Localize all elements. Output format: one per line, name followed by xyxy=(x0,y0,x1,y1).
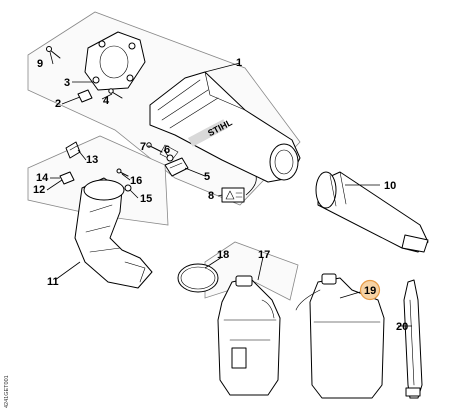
callout-15: 15 xyxy=(140,193,152,205)
nozzle-part xyxy=(315,171,429,253)
callout-1: 1 xyxy=(236,57,242,69)
bottle-part xyxy=(295,273,385,399)
blower-tube-part: STIHL xyxy=(149,71,301,183)
panel-canister-assembly xyxy=(204,241,299,301)
highlight-circle-19 xyxy=(359,279,381,301)
cover-part-5 xyxy=(164,157,189,177)
callout-14: 14 xyxy=(36,172,49,184)
callout-8: 8 xyxy=(208,190,214,202)
nut-part-6 xyxy=(166,154,174,162)
callout-19: 19 xyxy=(364,285,376,297)
screw-part-4 xyxy=(108,88,123,99)
clip-part-14 xyxy=(59,171,75,185)
callout-6: 6 xyxy=(164,144,170,156)
nut-part-15 xyxy=(124,184,132,192)
callout-7: 7 xyxy=(140,141,146,153)
canister-part xyxy=(217,275,281,396)
callout-11: 11 xyxy=(47,276,59,288)
leader-lines xyxy=(46,51,412,327)
callout-13: 13 xyxy=(86,154,98,166)
elbow-part xyxy=(74,177,153,289)
callout-18: 18 xyxy=(217,249,229,261)
callout-4: 4 xyxy=(103,95,110,107)
screw-part-9 xyxy=(46,46,61,59)
screw-part-16 xyxy=(116,168,129,177)
screw-part-7 xyxy=(146,142,163,153)
callout-12: 12 xyxy=(33,184,45,196)
callout-17: 17 xyxy=(258,249,270,261)
mounting-plate-part xyxy=(84,31,146,91)
warning-label-part xyxy=(221,175,257,203)
callout-2: 2 xyxy=(55,98,61,110)
callout-16: 16 xyxy=(130,175,142,187)
callout-20: 20 xyxy=(396,321,408,333)
strap-part xyxy=(403,279,423,399)
callout-10: 10 xyxy=(384,180,396,192)
callout-5: 5 xyxy=(204,171,210,183)
callout-3: 3 xyxy=(64,77,70,89)
clip-part-2 xyxy=(77,89,93,103)
drawing-code: 4241GET001 xyxy=(4,375,10,408)
callout-9: 9 xyxy=(37,58,43,70)
ring-part xyxy=(177,263,219,293)
